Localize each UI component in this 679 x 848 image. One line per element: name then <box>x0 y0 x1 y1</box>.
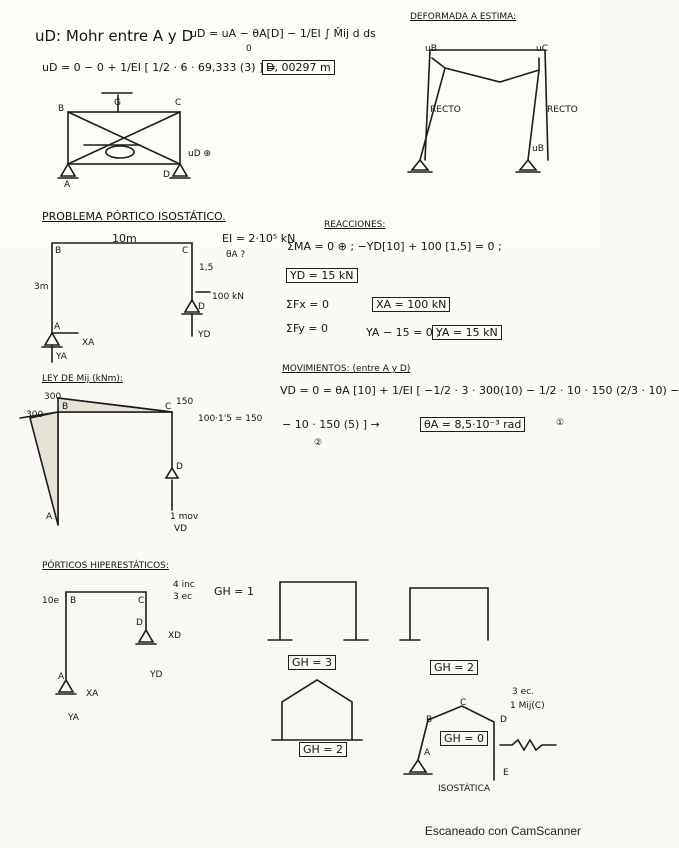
reacciones-eq1: ΣMA = 0 ⊕ ; −YD[10] + 100 [1,5] = 0 ; <box>287 240 502 253</box>
ub-arrow: uB <box>532 144 544 154</box>
hiper-c: C <box>138 596 145 606</box>
ley-150: 150 <box>176 397 194 407</box>
hiper-nb: B <box>426 715 433 725</box>
ley-a: A <box>46 512 53 522</box>
problema-label-b: B <box>55 246 62 256</box>
hiper-yd: YD <box>150 670 163 680</box>
ud-arrow-label: uD ⊕ <box>188 149 212 159</box>
recto-left: RECTO <box>430 105 461 115</box>
hiper-gh2a: GH = 2 <box>430 660 479 675</box>
reacciones-title: REACCIONES: <box>324 220 386 230</box>
formula-1: uD = uA − θA[D] − 1/EI ∫ M̂ij d ds <box>190 27 376 40</box>
ud-title: uD: Mohr entre A y D <box>35 27 194 45</box>
sketches <box>19 49 557 781</box>
hiper-nd: D <box>500 715 507 725</box>
reacciones-eq3: ΣFy = 0 <box>286 322 328 335</box>
reacciones-eq3b: YA − 15 = 0 ; <box>366 326 441 339</box>
support-d-top <box>171 162 189 177</box>
hiper-gh0: GH = 0 <box>440 731 489 746</box>
hiper-gh2b: GH = 2 <box>299 742 348 757</box>
hiper-isost: ISOSTÁTICA <box>438 784 491 794</box>
ley-unit: 1 mov <box>170 512 199 522</box>
node-g-top: G <box>114 98 121 108</box>
reacciones-r3: YA = 15 kN <box>432 325 502 340</box>
problema-theta: θA ? <box>226 250 246 260</box>
reacciones-eq2: ΣFx = 0 <box>286 298 329 311</box>
problema-yd: YD <box>198 330 211 340</box>
ley-b: B <box>62 402 69 412</box>
hiper-ya: YA <box>68 713 79 723</box>
hiper-gh1: GH = 1 <box>214 585 255 598</box>
movimientos-result: θA = 8,5·10⁻³ rad <box>420 417 526 432</box>
ud-zero-sub: 0 <box>246 44 252 54</box>
reacciones-r1: YD = 15 kN <box>286 268 358 283</box>
hiper-load: 10e <box>42 596 59 606</box>
ud-result: D, 00297 m <box>262 60 335 75</box>
problema-load: 100 kN <box>212 292 244 302</box>
reacciones-r2: XA = 100 kN <box>372 297 451 312</box>
recto-right: RECTO <box>547 105 578 115</box>
movimientos-circ1: ① <box>556 418 565 428</box>
hiper-b: B <box>70 596 77 606</box>
hiper-gh3: GH = 3 <box>288 655 337 670</box>
problema-ei: EI = 2·10⁵ kN <box>222 232 296 245</box>
ley-d: D <box>176 462 183 472</box>
node-b-top: B <box>58 104 65 114</box>
support-a-top <box>59 162 77 177</box>
hiper-ec: 3 ec <box>173 592 193 602</box>
uc-label: uC <box>536 44 548 54</box>
problema-span: 10m <box>112 232 137 245</box>
problema-label-d: D <box>198 302 205 312</box>
node-d-top: D <box>163 170 170 180</box>
ley-150b: 100·1'5 = 150 <box>198 414 263 424</box>
ud-line: uD = 0 − 0 + 1/EI [ 1/2 · 6 · 69,333 (3)… <box>42 61 277 74</box>
problema-dim-15: 1,5 <box>199 263 214 273</box>
hiper-d: D <box>136 618 143 628</box>
deformada-title: DEFORMADA A ESTIMA: <box>410 12 517 22</box>
hiper-na: A <box>424 748 431 758</box>
hiper-nc: C <box>460 698 467 708</box>
movimientos-eq2: − 10 · 150 (5) ] → <box>282 418 380 431</box>
ley-c: C <box>165 402 172 412</box>
ub-label: uB <box>425 44 437 54</box>
frame-top-left <box>67 111 181 165</box>
ley-title: LEY DE Mij (kNm): <box>42 374 123 384</box>
hiper-xa: XA <box>86 689 99 699</box>
ley-300b: 300 <box>26 410 44 420</box>
hiper-ec3: 3 ec. <box>512 687 534 697</box>
hiper-ne: E <box>503 768 509 778</box>
problema-height: 3m <box>34 282 49 292</box>
hiper-inc: 4 inc <box>173 580 195 590</box>
ley-vd: VD <box>174 524 188 534</box>
hiper-mij: 1 Mij(C) <box>510 701 545 711</box>
hiper-a: A <box>58 672 65 682</box>
scanner-footer: Escaneado con CamScanner <box>424 824 581 838</box>
ley-300a: 300 <box>44 392 62 402</box>
problema-title: PROBLEMA PÓRTICO ISOSTÁTICO. <box>42 210 226 223</box>
problema-label-a: A <box>54 322 61 332</box>
hiper-title: PÓRTICOS HIPERESTÁTICOS: <box>42 561 169 571</box>
problema-ya: YA <box>56 352 67 362</box>
hiper-xd: XD <box>168 631 182 641</box>
node-a-top: A <box>64 180 71 190</box>
problema-xa: XA <box>82 338 95 348</box>
node-c-top: C <box>175 98 182 108</box>
movimientos-circ2: ② <box>314 438 323 448</box>
movimientos-title: MOVIMIENTOS: (entre A y D) <box>282 364 411 374</box>
problema-label-c: C <box>182 246 189 256</box>
movimientos-eq1: VD = 0 = θA [10] + 1/EI [ −1/2 · 3 · 300… <box>280 384 679 397</box>
